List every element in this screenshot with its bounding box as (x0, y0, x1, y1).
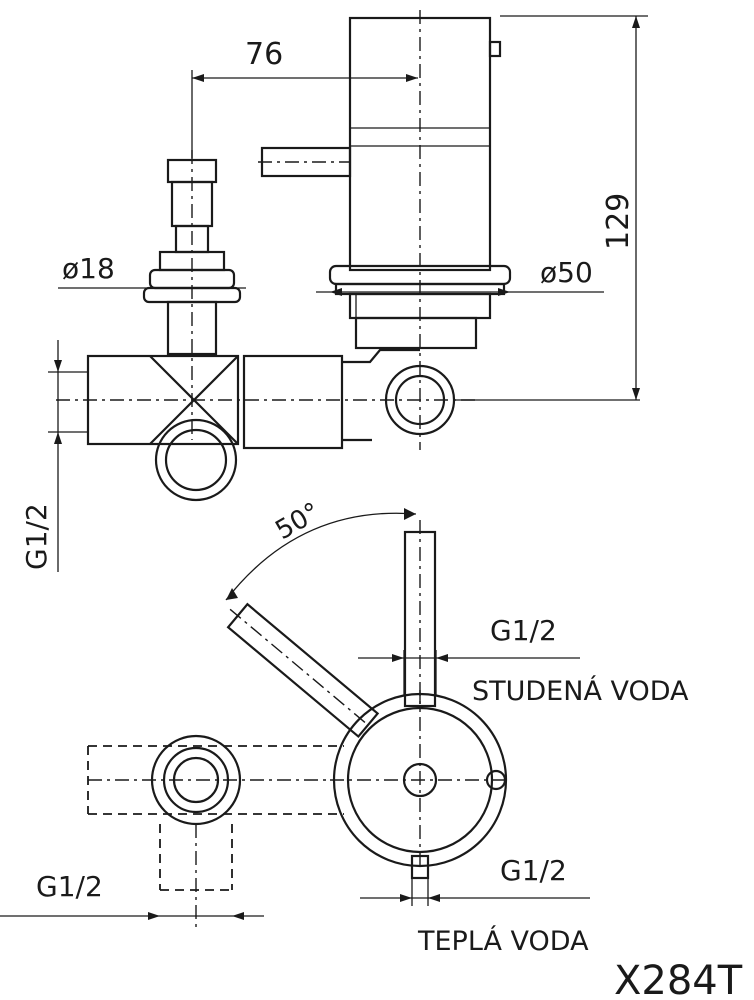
plan-handle-rotated (226, 602, 380, 739)
plan-handle (403, 520, 437, 708)
dimension-d50-label: ø50 (540, 256, 593, 289)
hot-water-label: TEPLÁ VODA (417, 925, 589, 957)
dimension-129-label: 129 (601, 193, 636, 250)
dimension-d50: ø50 (316, 256, 604, 296)
bottom-inlet-thread-label: G1/2 (36, 870, 103, 903)
dimension-d18-label: ø18 (62, 252, 115, 285)
bottom-inlet-dimension: G1/2 (0, 870, 264, 920)
plan-hidden-pipe (87, 734, 344, 930)
side-thread-label: G1/2 (20, 503, 53, 570)
dimension-76: 76 (191, 37, 418, 158)
dimension-76-label: 76 (245, 37, 283, 72)
plan-view: 50° G1/2 STUDENÁ VODA (0, 497, 689, 957)
cold-water-label: STUDENÁ VODA (472, 675, 689, 707)
lever-handle (258, 146, 352, 178)
pipe-body (56, 348, 640, 502)
side-view: 76 129 ø18 ø50 G1/2 (20, 10, 648, 572)
plan-body (330, 690, 510, 870)
dimension-side-thread: G1/2 (20, 340, 88, 572)
cold-outlet-thread-label: G1/2 (490, 614, 557, 647)
dimension-129: 129 (500, 15, 648, 400)
model-code: X284T (614, 958, 743, 1000)
stop-valve-stem (142, 150, 242, 440)
cold-outlet-dimension: G1/2 STUDENÁ VODA (358, 614, 689, 707)
hot-outlet-dimension: G1/2 TEPLÁ VODA (360, 854, 590, 957)
dimension-50deg: 50° (225, 497, 417, 601)
angle-label: 50° (271, 497, 326, 546)
hot-outlet-thread-label: G1/2 (500, 854, 567, 887)
dimension-d18: ø18 (58, 252, 246, 289)
